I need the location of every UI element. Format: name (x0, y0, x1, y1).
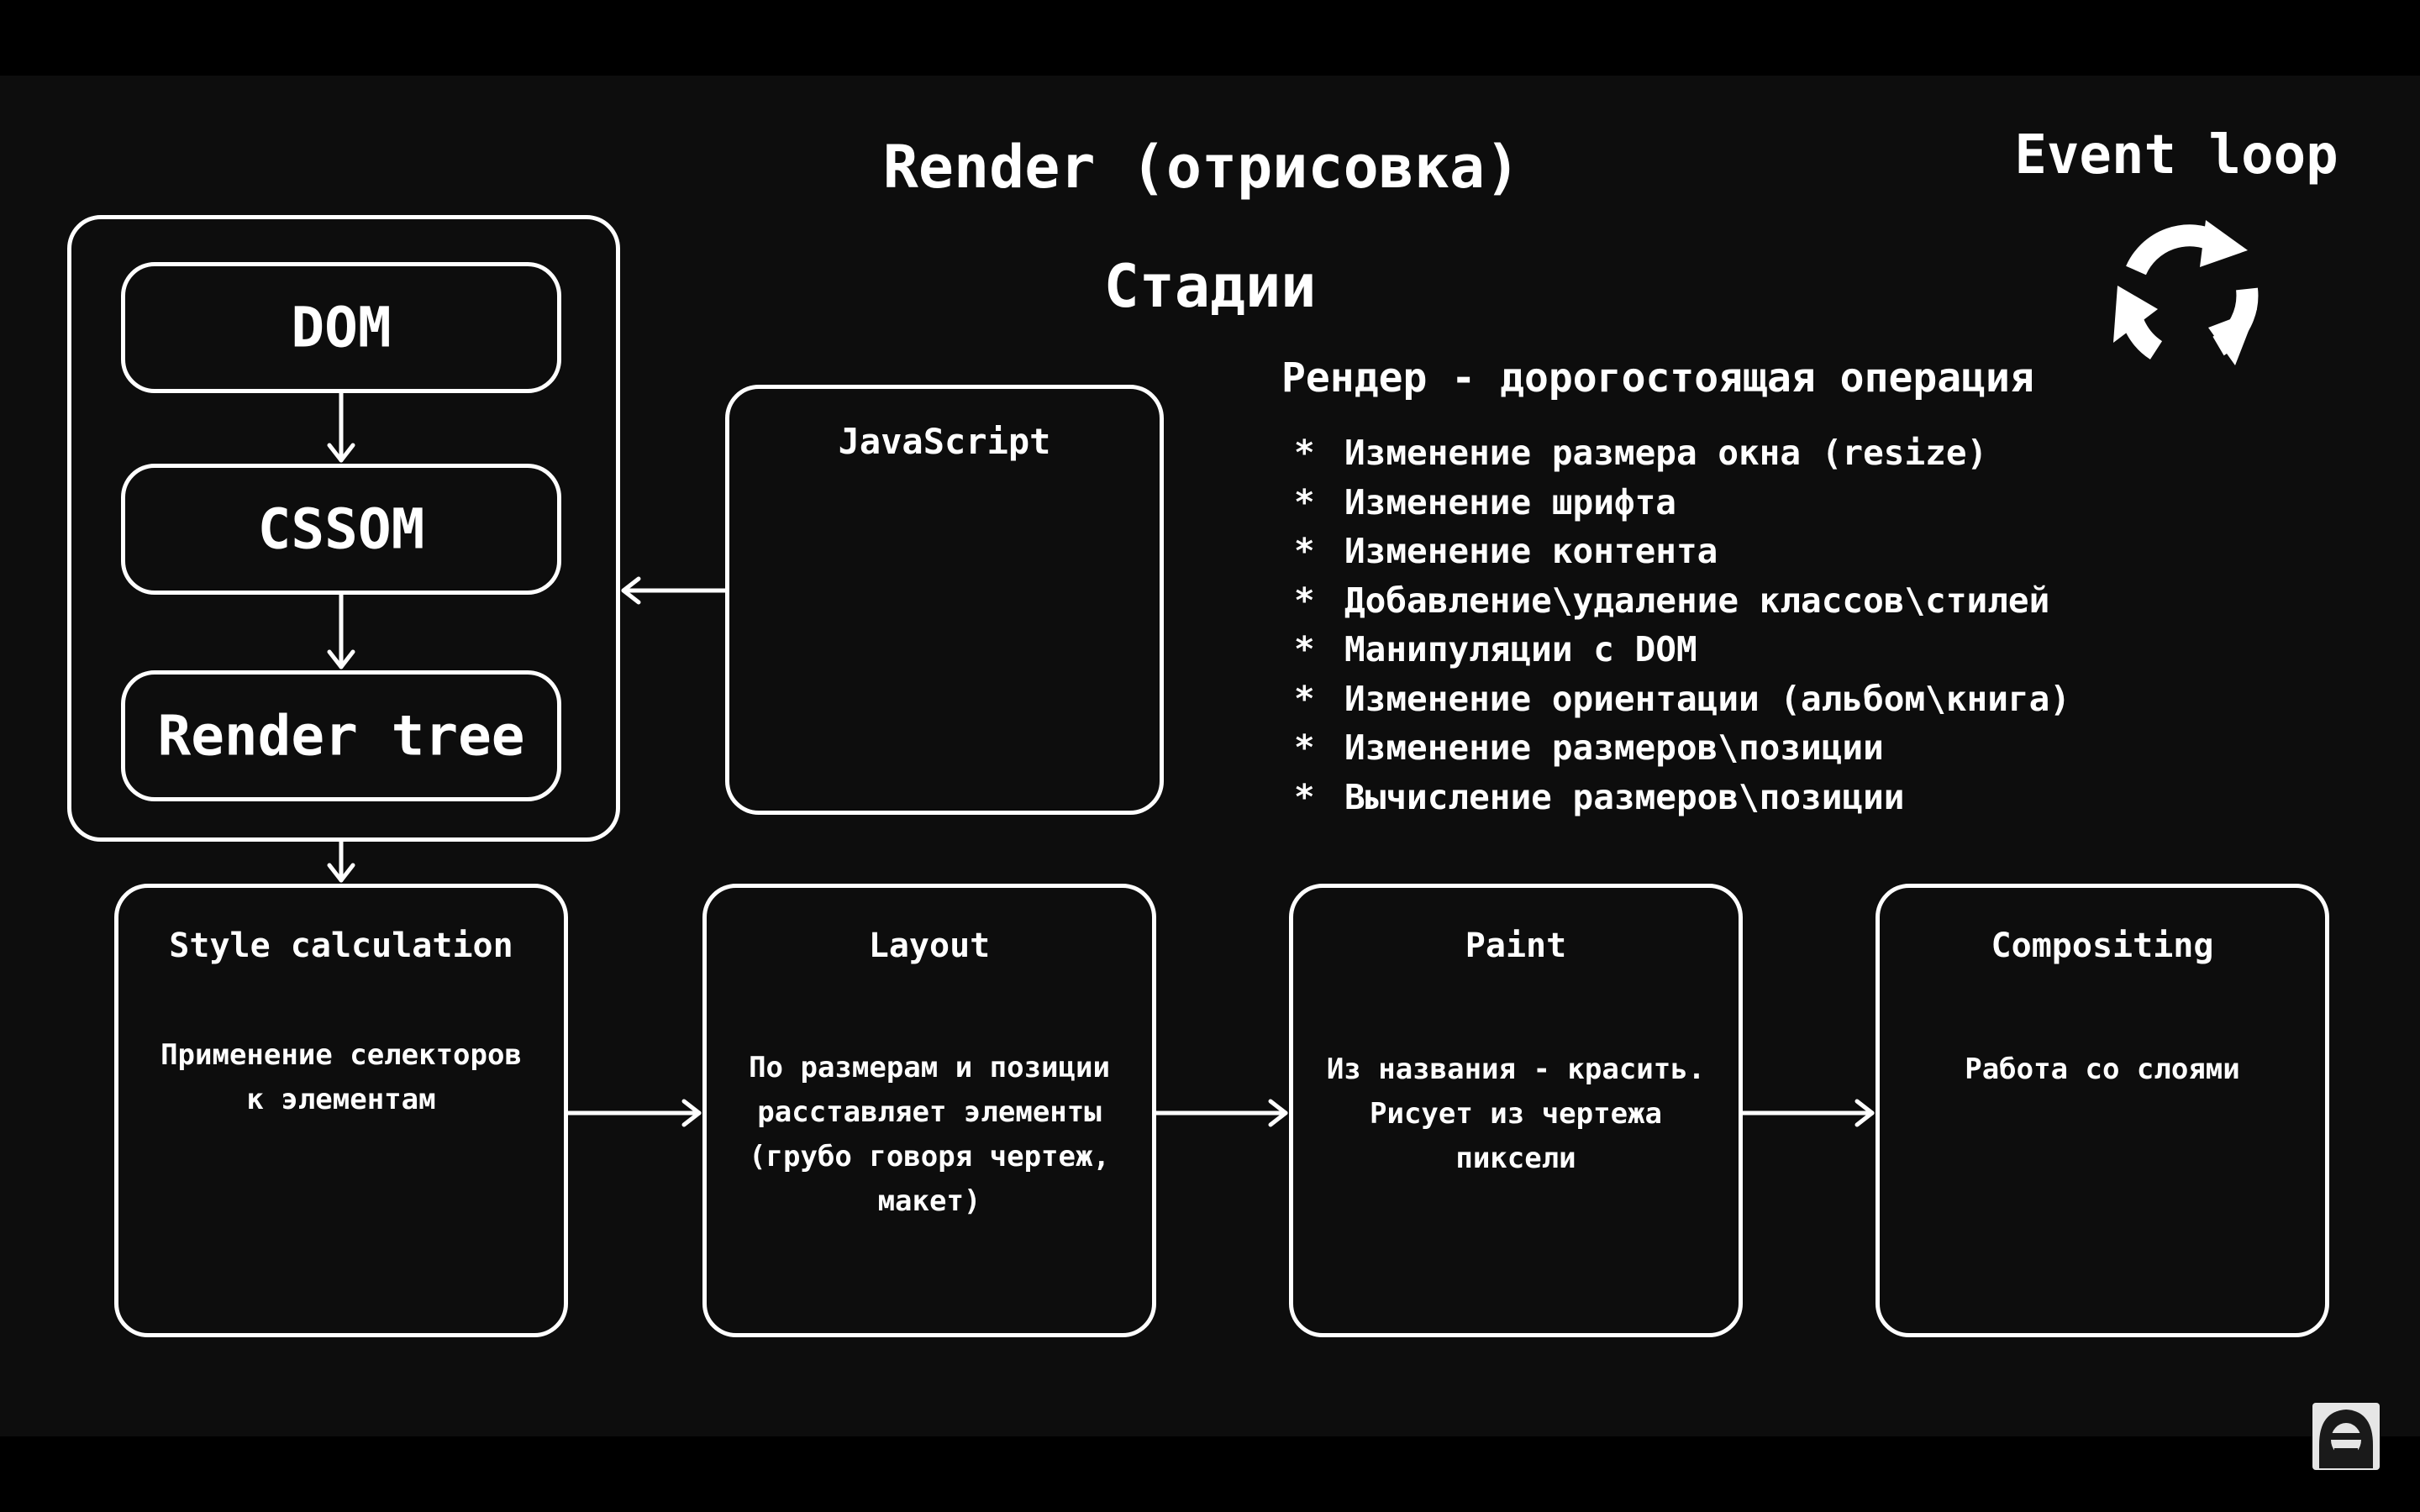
bullet: * (1294, 580, 1315, 621)
desc-line: Применение селекторов (160, 1038, 522, 1072)
info-item: * Манипуляции с DOM (1294, 625, 2070, 675)
desc-line: Из названия - красить. (1326, 1053, 1706, 1086)
javascript-box: JavaScript (725, 385, 1164, 815)
info-item-text: Изменение размера окна (resize) (1344, 433, 1988, 473)
info-item-text: Изменение ориентации (альбом\книга) (1344, 678, 2070, 719)
stage-layout-box: Layout По размерам и позиции расставляет… (702, 884, 1156, 1337)
stage-layout-title: Layout (868, 927, 991, 965)
slide-subtitle: Стадии (1103, 252, 1317, 321)
bullet: * (1294, 629, 1315, 669)
bullet: * (1294, 727, 1315, 768)
info-heading: Рендер - дорогостоящая операция (1281, 354, 2034, 402)
stage-style-calculation-box: Style calculation Применение селекторов … (114, 884, 568, 1337)
event-loop-title: Event loop (2014, 124, 2338, 186)
stage-paint-box: Paint Из названия - красить. Рисует из ч… (1289, 884, 1743, 1337)
desc-line: пиксели (1455, 1142, 1576, 1175)
stage-style-calculation-desc: Применение селекторов к элементам (135, 1033, 547, 1122)
bullet: * (1294, 433, 1315, 473)
bullet: * (1294, 481, 1315, 522)
stage-paint-title: Paint (1465, 927, 1567, 965)
hooded-figure-avatar-icon (2312, 1403, 2380, 1470)
dom-cssom-group-box (67, 215, 620, 842)
info-item-text: Изменение шрифта (1344, 481, 1676, 522)
stage-layout-desc: По размерам и позиции расставляет элемен… (723, 1046, 1135, 1224)
info-list: * Изменение размера окна (resize) * Измене… (1294, 428, 2070, 822)
info-item: * Изменение размера окна (resize) (1294, 428, 2070, 478)
info-item-text: Добавление\удаление классов\стилей (1344, 580, 2050, 621)
letterbox-bottom (0, 1436, 2420, 1512)
desc-line: расставляет элементы (757, 1095, 1102, 1129)
bullet: * (1294, 531, 1315, 571)
info-item: * Изменение шрифта (1294, 478, 2070, 528)
info-item: * Изменение контента (1294, 527, 2070, 576)
slide-title: Render (отрисовка) (882, 133, 1521, 202)
desc-line: По размерам и позиции (749, 1051, 1110, 1084)
dom-label: DOM (291, 295, 392, 360)
info-item-text: Вычисление размеров\позиции (1344, 776, 1905, 817)
cssom-label: CSSOM (257, 496, 425, 562)
slide (0, 76, 2420, 1436)
desc-line: Работа со слоями (1965, 1053, 2240, 1086)
stage-compositing-box: Compositing Работа со слоями (1876, 884, 2329, 1337)
desc-line: (грубо говоря чертеж, (749, 1140, 1110, 1173)
stage-style-calculation-title: Style calculation (169, 927, 513, 965)
bullet: * (1294, 776, 1315, 817)
bullet: * (1294, 678, 1315, 719)
stage-compositing-desc: Работа со слоями (1897, 1047, 2308, 1092)
render-tree-label: Render tree (157, 703, 525, 769)
info-item: * Вычисление размеров\позиции (1294, 773, 2070, 822)
info-item: * Добавление\удаление классов\стилей (1294, 576, 2070, 626)
stage-compositing-title: Compositing (1991, 927, 2214, 965)
stage-paint-desc: Из названия - красить. Рисует из чертежа… (1310, 1047, 1722, 1181)
info-item: * Изменение размеров\позиции (1294, 723, 2070, 773)
info-item-text: Изменение размеров\позиции (1344, 727, 1884, 768)
info-item-text: Изменение контента (1344, 531, 1718, 571)
desc-line: Рисует из чертежа (1370, 1097, 1662, 1131)
letterbox-top (0, 0, 2420, 76)
render-tree-box: Render tree (121, 670, 561, 801)
desc-line: макет) (877, 1184, 981, 1218)
info-item: * Изменение ориентации (альбом\книга) (1294, 675, 2070, 724)
desc-line: к элементам (246, 1083, 436, 1116)
cycle-arrows-icon (2113, 220, 2259, 365)
info-item-text: Манипуляции с DOM (1344, 629, 1697, 669)
javascript-label: JavaScript (838, 421, 1051, 462)
